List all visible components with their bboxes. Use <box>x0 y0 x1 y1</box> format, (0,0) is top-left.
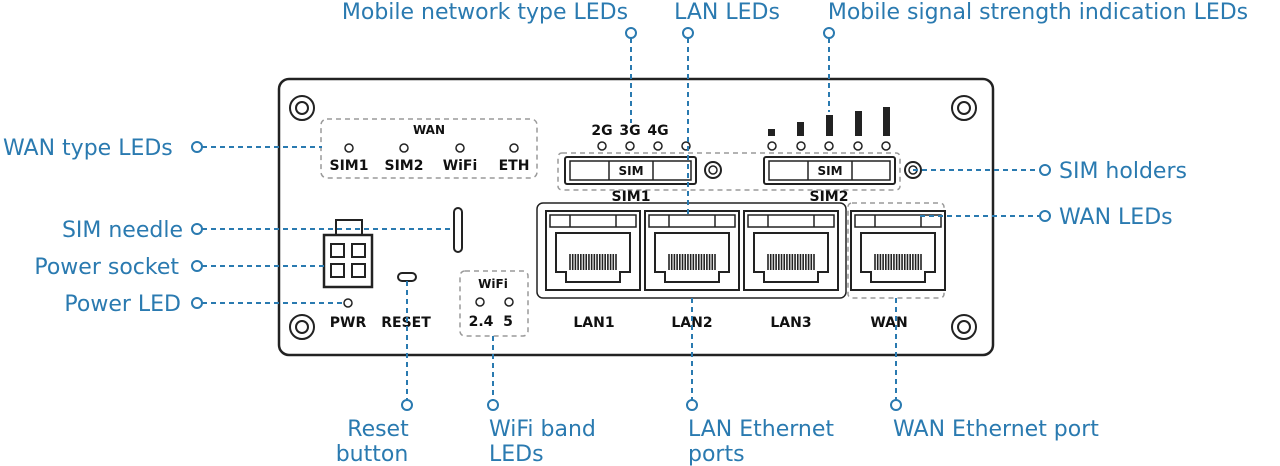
wan-led-group-box <box>320 118 538 179</box>
signal-led-1 <box>767 141 777 151</box>
screw-bottom-left <box>289 314 315 340</box>
signal-led-2 <box>796 141 806 151</box>
callout-wifi-band-leds-line2: LEDs <box>489 442 544 466</box>
signal-led-4 <box>853 141 863 151</box>
wan-led-sim2 <box>399 143 409 153</box>
reset-button[interactable] <box>397 272 417 282</box>
network-led-2g <box>597 141 607 151</box>
ethernet-port-wan-pins <box>874 254 922 270</box>
screw-bottom-right <box>951 314 977 340</box>
ethernet-port-lan2[interactable] <box>644 210 740 291</box>
callout-sim-needle: SIM needle <box>62 218 183 243</box>
sim2-holder <box>763 156 896 185</box>
power-led <box>343 298 353 308</box>
pwr-label: PWR <box>330 315 367 331</box>
wan-led-wifi <box>455 143 465 153</box>
screw-top-left <box>289 95 315 121</box>
network-led-label-4g: 4G <box>647 123 668 139</box>
sim1-label: SIM1 <box>612 189 651 205</box>
wifi-led-label-5: 5 <box>503 314 513 330</box>
screw-top-right <box>951 95 977 121</box>
wan-led-eth <box>509 143 519 153</box>
wifi-group-title: WiFi <box>478 277 508 291</box>
wifi-led-label-2-4: 2.4 <box>469 314 494 330</box>
sim2-label: SIM2 <box>810 189 849 205</box>
ethernet-port-lan3[interactable] <box>743 210 839 291</box>
callout-reset-button-line1: Reset <box>347 417 409 442</box>
network-led-label-2g: 2G <box>591 123 612 139</box>
ethernet-port-lan1[interactable] <box>545 210 641 291</box>
port-label-lan3: LAN3 <box>770 315 811 331</box>
callout-lan-ethernet-ports-line1: LAN Ethernet <box>688 417 834 442</box>
wifi-led-5ghz <box>504 297 514 307</box>
wifi-led-2-4ghz <box>475 297 485 307</box>
wan-led-label-wifi: WiFi <box>443 158 478 174</box>
callout-power-led: Power LED <box>64 292 181 317</box>
sim1-slot-text: SIM <box>618 164 643 178</box>
power-socket-icon <box>322 219 374 289</box>
callout-lan-ethernet-ports-line2: ports <box>688 442 745 466</box>
network-led-4g <box>653 141 663 151</box>
ethernet-ports <box>545 210 946 291</box>
ethernet-port-wan[interactable] <box>850 210 946 291</box>
wan-led-sim1 <box>344 143 354 153</box>
reset-label: RESET <box>381 315 431 331</box>
network-led-3g <box>625 141 635 151</box>
signal-led-5 <box>881 141 891 151</box>
callout-lan-leds: LAN LEDs <box>674 0 780 25</box>
signal-led-3 <box>824 141 834 151</box>
callout-sim-holders: SIM holders <box>1059 159 1187 184</box>
sim1-holder <box>564 156 697 185</box>
sim1-eject-hole <box>704 161 722 179</box>
sim-holders-group-box <box>557 152 901 191</box>
callout-mobile-network-type-leds: Mobile network type LEDs <box>342 0 628 25</box>
wan-led-label-sim1: SIM1 <box>330 158 369 174</box>
callout-wan-ethernet-port: WAN Ethernet port <box>893 417 1099 442</box>
ethernet-port-lan2-pins <box>668 254 716 270</box>
port-label-wan: WAN <box>870 315 907 331</box>
wan-group-title: WAN <box>413 123 445 137</box>
callout-wan-leds: WAN LEDs <box>1059 205 1173 230</box>
callout-mobile-signal-leds: Mobile signal strength indication LEDs <box>828 0 1248 25</box>
ethernet-port-lan1-pins <box>569 254 617 270</box>
port-label-lan2: LAN2 <box>671 315 712 331</box>
signal-bars-icon <box>768 107 890 136</box>
wan-led-label-eth: ETH <box>499 158 530 174</box>
sim-needle-slot <box>453 207 463 253</box>
sim2-slot-text: SIM <box>817 164 842 178</box>
callout-reset-button-line2: button <box>336 442 409 466</box>
callout-power-socket: Power socket <box>34 255 179 280</box>
wan-led-label-sim2: SIM2 <box>385 158 424 174</box>
port-label-lan1: LAN1 <box>573 315 614 331</box>
network-led-label-3g: 3G <box>619 123 640 139</box>
callout-wan-type-leds: WAN type LEDs <box>3 136 173 161</box>
callout-wifi-band-leds-line1: WiFi band <box>489 417 596 442</box>
ethernet-port-lan3-pins <box>767 254 815 270</box>
callout-leaders <box>191 27 1051 411</box>
